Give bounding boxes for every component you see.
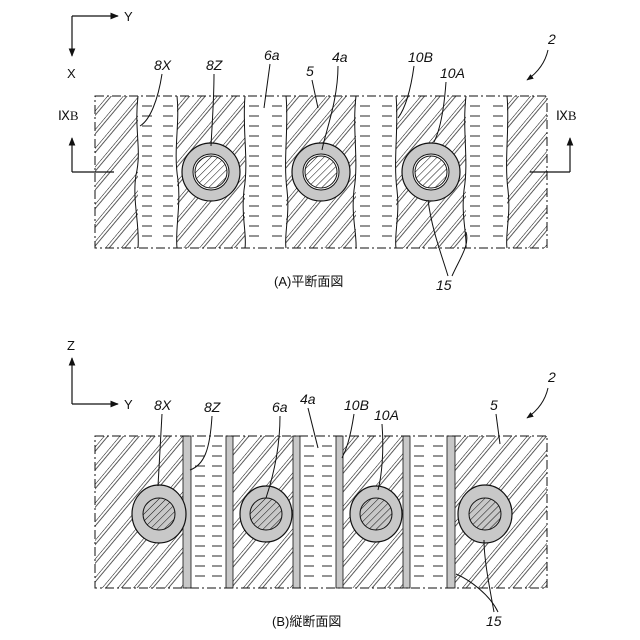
panel-b-label-15: 15 <box>486 613 502 629</box>
panel-a-body <box>95 96 547 248</box>
panel-a-label-6a: 6a <box>264 47 280 63</box>
panel-a-label-10B: 10B <box>408 49 433 65</box>
panel-b-label-8X: 8X <box>154 397 172 413</box>
panel-a-section-right-label: ⅨB <box>556 108 577 123</box>
panel-b-caption: (B)縦断面図 <box>272 614 341 629</box>
panel-b-label-10B: 10B <box>344 397 369 413</box>
panel-b-rod-3 <box>350 486 402 542</box>
panel-a-label-5: 5 <box>306 63 314 79</box>
panel-a-label-8X: 8X <box>154 57 172 73</box>
panel-a-fig-ref: 2 <box>527 31 556 80</box>
panel-b-rod-2 <box>240 486 292 542</box>
panel-b-rod-4 <box>458 485 512 543</box>
panel-b-axis-z-label: Z <box>67 338 75 353</box>
panel-a-caption: (A)平断面図 <box>274 274 343 289</box>
panel-b-axis-y-label: Y <box>124 397 133 412</box>
panel-b-fig-ref: 2 <box>527 369 556 418</box>
panel-b-rod-1 <box>132 485 186 543</box>
panel-a-section-left-label: ⅨB <box>58 108 79 123</box>
panel-b-fig-ref-label: 2 <box>547 369 556 385</box>
panel-a-rod-1 <box>182 143 240 201</box>
panel-b-body <box>95 436 547 588</box>
panel-a-rod-3 <box>402 143 460 201</box>
panel-b-label-5: 5 <box>490 397 498 413</box>
panel-a-axes: Y X <box>67 9 133 81</box>
panel-b-label-8Z: 8Z <box>204 399 221 415</box>
panel-a-axis-x-label: X <box>67 66 76 81</box>
panel-a-label-4a: 4a <box>332 49 348 65</box>
panel-b-label-6a: 6a <box>272 399 288 415</box>
panel-a-axis-y-label: Y <box>124 9 133 24</box>
panel-b-label-10A: 10A <box>374 407 399 423</box>
panel-a-label-15: 15 <box>436 277 452 293</box>
panel-a-rod-2 <box>292 143 350 201</box>
panel-b-axes: Z Y <box>67 338 133 412</box>
panel-b-label-4a: 4a <box>300 391 316 407</box>
panel-a-label-8Z: 8Z <box>206 57 223 73</box>
panel-a-label-10A: 10A <box>440 65 465 81</box>
panel-a-fig-ref-label: 2 <box>547 31 556 47</box>
